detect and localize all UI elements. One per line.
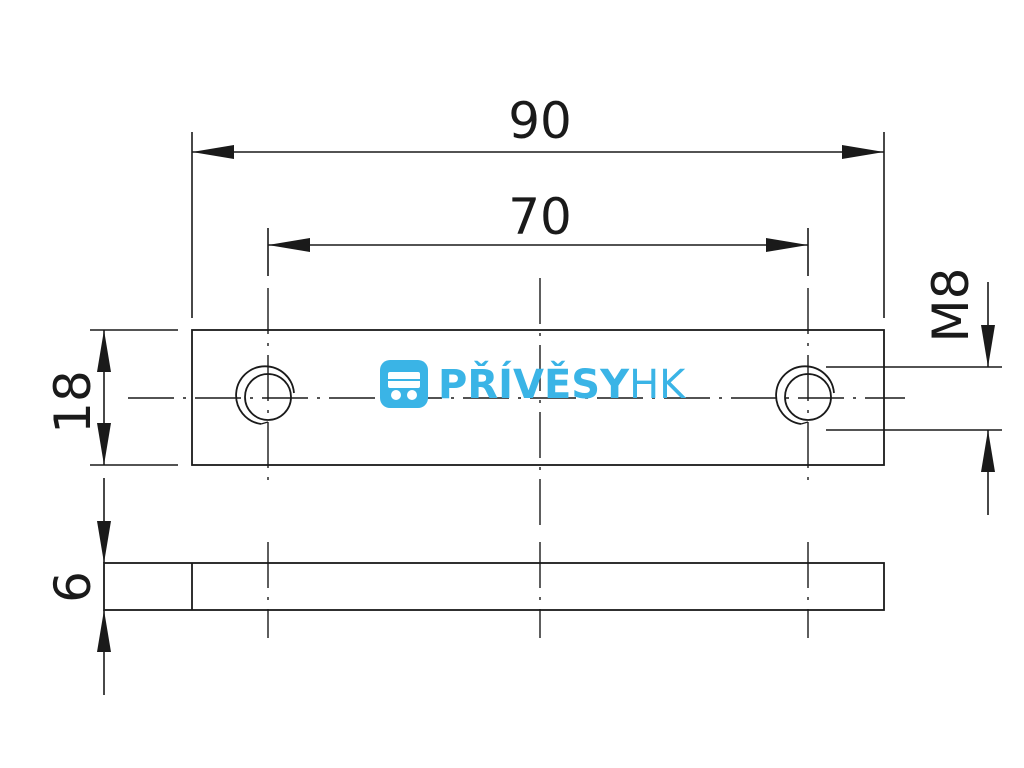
dimension-90-label: 90 [508,92,572,150]
dimension-m8-label: M8 [922,268,980,343]
dimension-18 [90,329,178,466]
dimension-6 [97,478,111,695]
dimension-18-label: 18 [44,370,102,434]
brand-suffix-text: HK [629,362,687,408]
hole-right [775,365,835,425]
plate-side-outline [103,562,885,611]
brand-main-text: PŘÍVĚSY [438,360,630,408]
dimension-70-label: 70 [508,188,572,246]
hole-left [235,365,295,425]
dimension-6-label: 6 [44,571,102,603]
dimension-90 [191,132,885,318]
svg-text:PŘÍVĚSYHK: PŘÍVĚSYHK [438,360,687,408]
dimension-m8 [826,282,1002,515]
watermark-logo: PŘÍVĚSYHK [380,360,687,408]
trailer-icon [380,360,428,408]
dimension-70 [267,228,809,276]
